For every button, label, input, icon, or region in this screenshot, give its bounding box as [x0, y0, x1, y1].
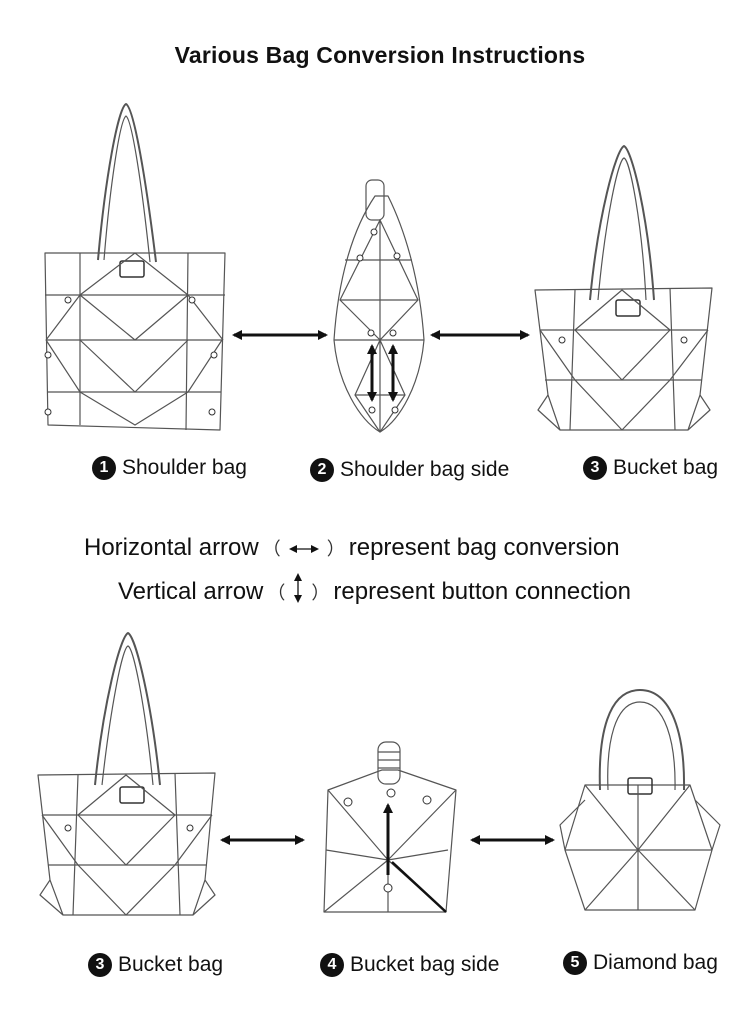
number-badge: 3: [583, 456, 607, 480]
label-bucket-bag-top: 3 Bucket bag: [583, 456, 718, 480]
number-badge: 5: [563, 951, 587, 975]
number-badge: 1: [92, 456, 116, 480]
number-badge: 4: [320, 953, 344, 977]
legend-vertical-text: represent button connection: [333, 577, 631, 605]
legend-horizontal: Horizontal arrow （ ） represent bag conve…: [84, 534, 620, 562]
label-shoulder-bag: 1 Shoulder bag: [92, 456, 247, 480]
open-paren: （: [262, 539, 281, 559]
label-text: Shoulder bag side: [340, 458, 510, 481]
legend-vertical-label: Vertical arrow: [118, 577, 264, 605]
close-paren: ）: [311, 582, 330, 603]
label-bucket-bag-side: 4 Bucket bag side: [320, 953, 499, 977]
label-text: Bucket bag: [118, 953, 224, 976]
label-diamond-bag: 5 Diamond bag: [563, 951, 718, 975]
label-text: Bucket bag: [613, 456, 719, 479]
vertical-arrow-icon: [291, 572, 305, 611]
label-shoulder-bag-side: 2 Shoulder bag side: [310, 458, 509, 482]
legend-vertical: Vertical arrow （ ） represent button conn…: [118, 572, 631, 611]
bucket-bag-bottom-illustration: [37, 632, 216, 916]
label-bucket-bag-bottom: 3 Bucket bag: [88, 953, 223, 977]
button-dots: [44, 228, 688, 893]
shoulder-bag-illustration: [44, 103, 226, 431]
label-text: Shoulder bag: [122, 456, 247, 479]
label-text: Bucket bag side: [350, 953, 500, 976]
bucket-bag-top-illustration: [534, 145, 713, 431]
horizontal-arrow-icon: [287, 534, 321, 562]
page-title: Various Bag Conversion Instructions: [174, 42, 586, 68]
open-paren: （: [267, 582, 286, 603]
diamond-bag-illustration: [559, 689, 721, 911]
legend-horizontal-text: represent bag conversion: [348, 534, 620, 561]
shoulder-bag-side-illustration: [333, 179, 425, 433]
number-badge: 2: [310, 458, 334, 482]
arrows: [220, 330, 555, 875]
number-badge: 3: [88, 953, 112, 977]
legend-horizontal-label: Horizontal arrow: [84, 534, 259, 561]
close-paren: ）: [326, 539, 345, 559]
label-text: Diamond bag: [593, 951, 718, 974]
